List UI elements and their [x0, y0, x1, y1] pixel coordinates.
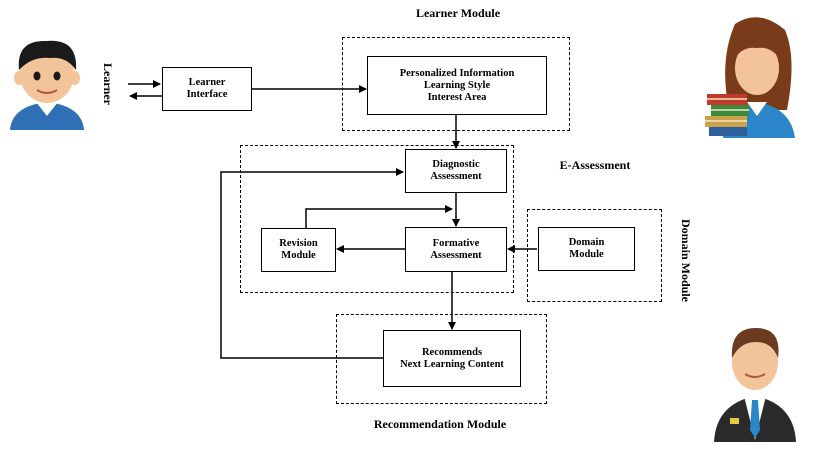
personalized-line-3: Interest Area	[427, 91, 487, 103]
recommends-line-2: Next Learning Content	[400, 358, 504, 370]
diagnostic-line-2: Assessment	[430, 171, 482, 182]
arrow-revision-loop	[305, 205, 453, 228]
recommendation-module-title: Recommendation Module	[373, 417, 507, 431]
learner-interface-line-2: Interface	[186, 89, 228, 100]
diagnostic-line-1: Diagnostic	[432, 159, 480, 170]
domain-module-container	[527, 209, 662, 302]
formative-assessment-box: Formative Assessment	[405, 227, 507, 272]
domain-module-side-label: Domain Module	[679, 219, 693, 303]
student-avatar-icon	[10, 40, 84, 130]
formative-line-2: Assessment	[430, 249, 482, 261]
domain-line-1: Domain	[568, 237, 605, 248]
arrow-recommends-to-diagnostic	[220, 168, 404, 359]
books-icon	[705, 94, 749, 136]
domain-module-box: Domain Module	[538, 227, 635, 271]
learner-module-container	[342, 37, 570, 131]
e-assessment-title: E-Assessment	[559, 158, 631, 172]
learner-interface-box: Learner Interface	[162, 67, 252, 111]
domain-line-2: Module	[569, 249, 604, 260]
revision-module-box: Revision Module	[261, 228, 336, 272]
revision-line-2: Module	[281, 250, 316, 261]
recommendation-module-container	[336, 314, 547, 404]
revision-line-1: Revision	[279, 238, 318, 249]
recommends-box: Recommends Next Learning Content	[383, 330, 521, 387]
teacher-avatar-icon	[705, 17, 795, 138]
expert-avatar-icon	[714, 328, 796, 442]
recommends-line-1: Recommends	[421, 346, 483, 358]
personalized-information-box: Personalized Information Learning Style …	[367, 56, 547, 115]
learner-module-title: Learner Module	[415, 6, 501, 20]
learner-side-label: Learner	[101, 63, 115, 105]
e-assessment-container	[240, 145, 514, 293]
formative-line-1: Formative	[432, 237, 480, 249]
personalized-line-2: Learning Style	[423, 79, 491, 91]
diagnostic-assessment-box: Diagnostic Assessment	[405, 149, 507, 193]
personalized-line-1: Personalized Information	[399, 67, 515, 79]
learner-interface-line-1: Learner	[188, 77, 226, 88]
